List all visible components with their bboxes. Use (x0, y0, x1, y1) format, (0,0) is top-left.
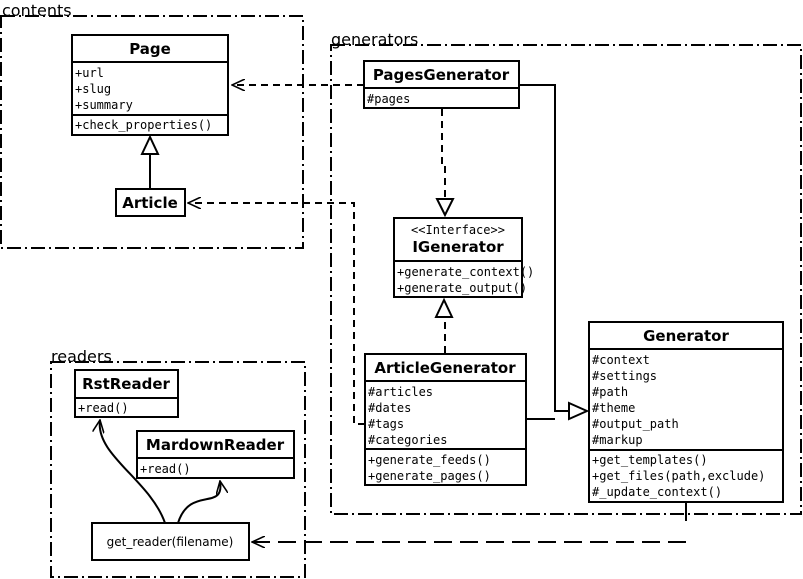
function-get-reader-label: get_reader(filename) (107, 535, 234, 549)
class-generator-method: +get_templates() (592, 453, 708, 467)
interface-igenerator-stereotype: <<Interface>> (411, 223, 505, 237)
class-pagesgenerator-box (363, 60, 520, 109)
package-contents-label: contents (2, 1, 72, 20)
class-articlegenerator-attribute: #categories (368, 433, 447, 447)
class-generator-attribute: #settings (592, 369, 657, 383)
class-generator-attribute: #markup (592, 433, 643, 447)
class-page-attribute: +url (75, 66, 104, 80)
class-article[interactable]: Article (115, 188, 186, 217)
package-generators: generators (330, 30, 802, 515)
class-page-attribute: +summary (75, 98, 133, 112)
class-articlegenerator-name: ArticleGenerator (374, 359, 516, 377)
class-mardownreader-box (136, 430, 295, 479)
function-get-reader[interactable]: get_reader(filename) (91, 522, 250, 561)
inheritance-arrowhead-page (140, 134, 160, 155)
class-mardownreader[interactable]: MardownReader +read() (136, 430, 295, 479)
class-page-name: Page (129, 40, 171, 58)
class-pagesgenerator-name: PagesGenerator (373, 66, 510, 84)
class-articlegenerator-method: +generate_feeds() (368, 453, 491, 467)
function-get-reader-box (91, 522, 250, 561)
package-generators-frame (330, 44, 802, 515)
package-contents-frame (0, 15, 304, 249)
interface-igenerator-box (393, 217, 523, 298)
class-generator-box (588, 321, 784, 503)
class-articlegenerator-method: +generate_pages() (368, 469, 491, 483)
class-generator-attribute: #output_path (592, 417, 679, 431)
class-generator-method: #_update_context() (592, 485, 722, 499)
inheritance-pagesgenerator-to-generator (519, 84, 569, 412)
class-articlegenerator[interactable]: ArticleGenerator #articles #dates #tags … (364, 353, 527, 486)
package-contents: contents (0, 1, 304, 249)
class-rstreader-box (74, 369, 179, 418)
class-article-box (115, 188, 186, 217)
package-readers-frame (50, 361, 306, 578)
inheritance-arrowhead-generator (568, 401, 590, 421)
class-generator-attribute: #path (592, 385, 628, 399)
class-article-name: Article (122, 194, 178, 212)
package-generators-label: generators (331, 30, 418, 49)
class-generator-name: Generator (643, 327, 729, 345)
class-generator[interactable]: Generator #context #settings #path #them… (588, 321, 784, 503)
realization-pagesgenerator-to-igenerator (441, 109, 446, 198)
realization-arrowhead-igenerator-bottom (434, 297, 454, 318)
class-page-method: +check_properties() (75, 118, 212, 132)
interface-igenerator-method: +generate_output() (397, 281, 527, 295)
class-rstreader-method: +read() (78, 401, 129, 415)
class-page-attribute: +slug (75, 82, 111, 96)
class-articlegenerator-attribute: #dates (368, 401, 411, 415)
class-mardownreader-method: +read() (140, 462, 191, 476)
interface-igenerator-method: +generate_context() (397, 265, 534, 279)
class-generator-attribute: #context (592, 353, 650, 367)
package-readers: readers (50, 347, 306, 578)
class-articlegenerator-attribute: #tags (368, 417, 404, 431)
class-generator-method: +get_files(path,exclude) (592, 469, 765, 483)
class-generator-attribute: #theme (592, 401, 635, 415)
class-articlegenerator-attribute: #articles (368, 385, 433, 399)
class-page[interactable]: Page +url +slug +summary +check_properti… (71, 34, 229, 136)
class-articlegenerator-box (364, 353, 527, 486)
dependency-get-reader-to-rstreader (100, 420, 166, 524)
class-mardownreader-name: MardownReader (146, 436, 285, 454)
package-readers-label: readers (51, 347, 112, 366)
class-rstreader-name: RstReader (82, 375, 170, 393)
dependency-get-reader-to-mardownreader (177, 481, 220, 524)
class-pagesgenerator-attribute: #pages (367, 92, 410, 106)
realization-arrowhead-igenerator-top (435, 198, 455, 218)
dependency-articlegenerator-to-article (188, 203, 365, 425)
interface-igenerator-name: IGenerator (412, 238, 504, 256)
class-pagesgenerator[interactable]: PagesGenerator #pages (363, 60, 520, 109)
class-page-box (71, 34, 229, 136)
interface-igenerator[interactable]: <<Interface>> IGenerator +generate_conte… (393, 217, 534, 298)
class-rstreader[interactable]: RstReader +read() (74, 369, 179, 418)
